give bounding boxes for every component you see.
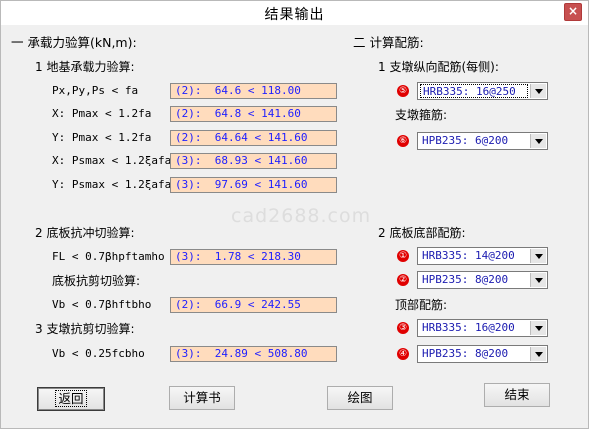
calc-book-button[interactable]: 计算书: [169, 386, 235, 410]
select-value: HPB235: 8@200: [422, 273, 509, 286]
slab-bottom-rebar-1-select[interactable]: HRB335: 14@200: [417, 247, 548, 265]
drawing-button[interactable]: 绘图: [327, 386, 393, 410]
back-button-label: 返回: [55, 390, 87, 407]
chevron-down-icon[interactable]: [530, 321, 546, 335]
check-label-y-pmax: Y: Pmax < 1.2fa: [52, 131, 152, 144]
top-reinforcement-label: 顶部配筋:: [395, 298, 448, 312]
chevron-down-icon[interactable]: [530, 84, 546, 98]
select-value: HPB235: 6@200: [422, 134, 509, 147]
check-value-vb-slab: (2): 66.9 < 242.55: [170, 297, 337, 313]
pier-shear-subheading: 3 支墩抗剪切验算:: [35, 322, 135, 336]
marker-2-icon: ②: [397, 274, 409, 286]
chevron-down-icon[interactable]: [530, 249, 546, 263]
check-label-ps-fa: Px,Py,Ps < fa: [52, 84, 139, 97]
slab-bottom-subheading: 2 底板底部配筋:: [378, 226, 466, 240]
select-value: HRB335: 14@200: [422, 249, 515, 262]
check-label-x-pmax: X: Pmax < 1.2fa: [52, 107, 152, 120]
check-value-x-pmax: (2): 64.8 < 141.60: [170, 106, 337, 122]
marker-6-icon: ⑥: [397, 135, 409, 147]
check-value-fl: (3): 1.78 < 218.30: [170, 249, 337, 265]
window-title: 结果输出: [264, 7, 325, 23]
slab-top-rebar-4-select[interactable]: HPB235: 8@200: [417, 345, 548, 363]
check-label-vb-slab: Vb < 0.7βhftbho: [52, 298, 152, 311]
foundation-bearing-subheading: 1 地基承载力验算:: [35, 60, 135, 74]
back-button[interactable]: 返回: [37, 387, 105, 411]
marker-1-icon: ①: [397, 250, 409, 262]
slab-top-rebar-3-select[interactable]: HRB335: 16@200: [417, 319, 548, 337]
reinforcement-heading: 二 计算配筋:: [353, 35, 424, 50]
watermark-text: cad2688.com: [231, 205, 372, 227]
slab-bottom-rebar-2-select[interactable]: HPB235: 8@200: [417, 271, 548, 289]
punching-shear-subheading: 2 底板抗冲切验算:: [35, 226, 135, 240]
check-value-y-pmax: (2): 64.64 < 141.60: [170, 130, 337, 146]
select-value: HRB335: 16@250: [420, 84, 528, 98]
bearing-capacity-heading: 一 承载力验算(kN,m):: [11, 35, 137, 50]
check-label-x-psmax: X: Psmax < 1.2ξafa: [52, 154, 172, 167]
check-label-vb-pier: Vb < 0.25fcbho: [52, 347, 145, 360]
marker-4-icon: ④: [397, 348, 409, 360]
check-label-fl: FL < 0.7βhpftamho: [52, 250, 165, 263]
select-value: HPB235: 8@200: [422, 347, 509, 360]
select-value: HRB335: 16@200: [422, 321, 515, 334]
marker-5-icon: ⑤: [397, 85, 409, 97]
pier-stirrup-select[interactable]: HPB235: 6@200: [417, 132, 548, 150]
check-label-y-psmax: Y: Psmax < 1.2ξafa: [52, 178, 172, 191]
slab-shear-subheading: 底板抗剪切验算:: [52, 274, 141, 288]
pier-longitudinal-subheading: 1 支墩纵向配筋(每侧):: [378, 60, 499, 74]
pier-stirrup-label: 支墩箍筋:: [395, 108, 448, 122]
check-value-y-psmax: (3): 97.69 < 141.60: [170, 177, 337, 193]
check-value-ps-fa: (2): 64.6 < 118.00: [170, 83, 337, 99]
check-value-x-psmax: (3): 68.93 < 141.60: [170, 153, 337, 169]
chevron-down-icon[interactable]: [530, 273, 546, 287]
finish-button[interactable]: 结束: [484, 383, 550, 407]
chevron-down-icon[interactable]: [530, 134, 546, 148]
title-bar: 结果输出 ×: [1, 1, 588, 25]
pier-longitudinal-rebar-select[interactable]: HRB335: 16@250: [417, 82, 548, 100]
check-value-vb-pier: (3): 24.89 < 508.80: [170, 346, 337, 362]
marker-3-icon: ③: [397, 322, 409, 334]
chevron-down-icon[interactable]: [530, 347, 546, 361]
close-button[interactable]: ×: [564, 3, 582, 21]
